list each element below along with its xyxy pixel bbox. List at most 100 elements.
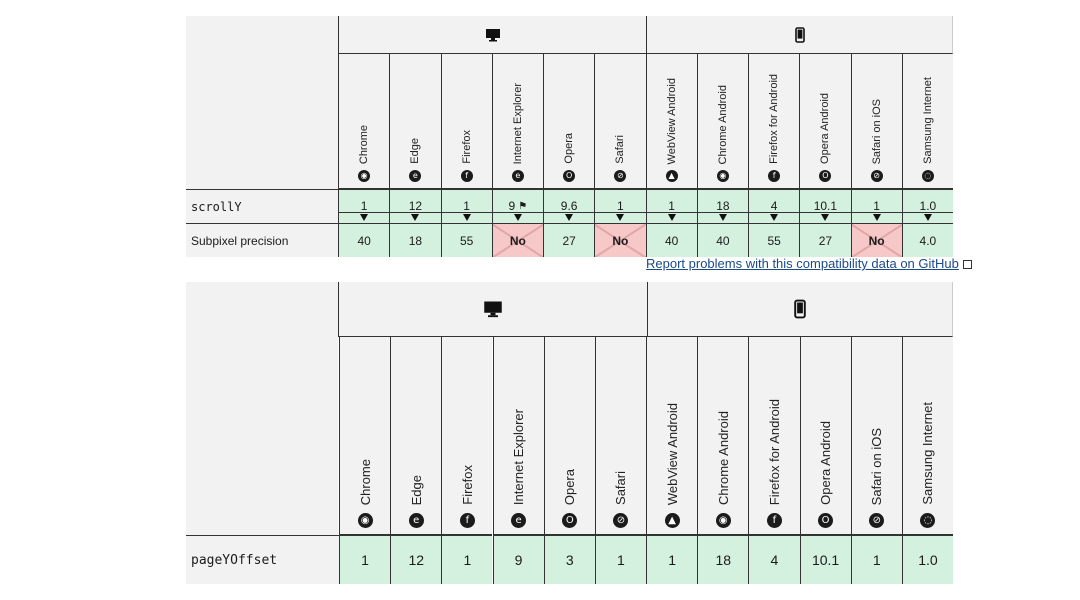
row-label-pageyoffset[interactable]: pageYOffset	[186, 535, 339, 584]
support-cell[interactable]: 1	[338, 189, 390, 223]
browser-name: Opera Android	[818, 421, 834, 505]
support-cell[interactable]: 55	[440, 223, 492, 257]
support-version: 1	[617, 199, 624, 213]
firefox-icon: f	[766, 513, 782, 528]
support-cell[interactable]: 1	[850, 189, 902, 223]
support-cell[interactable]: 1	[440, 189, 492, 223]
support-version: 1	[463, 552, 472, 568]
samsung-internet-icon: ◌	[921, 170, 934, 182]
support-cell[interactable]: 9.6	[543, 189, 595, 223]
support-cell[interactable]: 1	[339, 535, 391, 584]
browser-name: Safari	[613, 471, 629, 505]
mobile-icon	[794, 26, 805, 43]
support-version: 1	[361, 552, 369, 568]
support-cell[interactable]: 27	[543, 223, 595, 257]
support-cell[interactable]: 55	[748, 223, 800, 257]
browser-name: Internet Explorer	[511, 82, 524, 164]
support-cell[interactable]: 4	[748, 189, 800, 223]
expand-toggle-icon[interactable]	[667, 214, 676, 221]
support-cell[interactable]: 12	[390, 535, 442, 584]
support-cell[interactable]: 1	[646, 535, 698, 584]
support-version: 27	[818, 233, 833, 248]
support-cell[interactable]: 9	[492, 535, 544, 584]
support-cell-unsupported[interactable]: No	[491, 223, 543, 257]
browser-name: Firefox	[460, 130, 473, 164]
browser-name: Chrome Android	[716, 84, 729, 165]
firefox-icon: f	[460, 170, 473, 182]
support-cell[interactable]: 1	[594, 535, 646, 584]
support-version: 18	[715, 552, 732, 568]
internet-explorer-icon: e	[511, 170, 524, 182]
support-version: 3	[565, 552, 574, 568]
expand-toggle-icon[interactable]	[411, 214, 420, 221]
support-cell[interactable]: 4	[748, 535, 800, 584]
support-cell[interactable]: 18	[697, 535, 749, 584]
expand-toggle-icon[interactable]	[718, 214, 727, 221]
browser-name: Samsung Internet	[920, 402, 936, 505]
browser-header-0: Chrome◉	[339, 337, 391, 535]
support-cell[interactable]: 40	[696, 223, 748, 257]
support-cell[interactable]: 1	[645, 189, 697, 223]
expand-toggle-icon[interactable]	[462, 214, 471, 221]
support-cell[interactable]: 1	[594, 189, 646, 223]
support-cell[interactable]: 1	[850, 535, 902, 584]
browser-header-11: Samsung Internet◌	[901, 337, 954, 535]
support-cell[interactable]: 10.1	[799, 189, 851, 223]
support-cell[interactable]: 18	[389, 223, 441, 257]
support-cell[interactable]: 4.0	[901, 223, 953, 257]
expand-toggle-icon[interactable]	[360, 214, 369, 221]
browser-header-10: Safari on iOS⊘	[850, 337, 902, 535]
expand-toggle-icon[interactable]	[923, 214, 932, 221]
support-cell[interactable]: 18	[696, 189, 748, 223]
browser-header-11: Samsung Internet◌	[901, 54, 953, 189]
support-cell[interactable]: 10.1	[799, 535, 851, 584]
opera-icon: O	[819, 170, 832, 182]
expand-toggle-icon[interactable]	[872, 214, 881, 221]
support-cell[interactable]: 12	[389, 189, 441, 223]
expand-toggle-icon[interactable]	[821, 214, 830, 221]
support-cell[interactable]: 1.0	[901, 189, 953, 223]
browser-name: Edge	[409, 138, 422, 164]
feature-name: Subpixel precision	[191, 233, 289, 248]
support-cell[interactable]: 1.0	[901, 535, 954, 584]
browser-header-5: Safari ⊘	[594, 337, 646, 535]
support-cell[interactable]: 40	[338, 223, 390, 257]
report-problems-link[interactable]: Report problems with this compatibility …	[646, 257, 972, 271]
browser-name: Chrome	[357, 458, 373, 505]
support-version: 40	[716, 233, 730, 248]
expand-toggle-icon[interactable]	[513, 214, 522, 221]
support-version: 1	[872, 552, 881, 568]
support-cell[interactable]: 3	[543, 535, 595, 584]
feature-name: scrollY	[191, 199, 242, 214]
browser-name: Edge	[408, 474, 424, 505]
support-version: 1.0	[918, 552, 938, 568]
firefox-icon: f	[459, 513, 475, 528]
support-cell-unsupported[interactable]: No	[594, 223, 646, 257]
support-cell-unsupported[interactable]: No	[850, 223, 902, 257]
browser-name: Safari on iOS	[869, 427, 885, 505]
support-cell[interactable]: 9⚑	[491, 189, 543, 223]
mobile-group-header	[647, 282, 953, 337]
support-version: 1	[360, 199, 368, 213]
row-label-scrolly[interactable]: scrollY	[186, 189, 338, 223]
expand-toggle-icon[interactable]	[565, 214, 574, 221]
desktop-group-header	[338, 282, 647, 337]
expand-toggle-icon[interactable]	[616, 214, 625, 221]
support-cell[interactable]: 27	[799, 223, 851, 257]
chrome-icon: ◉	[358, 170, 371, 182]
expand-toggle-icon[interactable]	[770, 214, 779, 221]
support-cell[interactable]: 40	[645, 223, 697, 257]
safari-icon: ⊘	[613, 513, 629, 528]
browser-name: Opera Android	[819, 93, 832, 164]
support-cell[interactable]: 1	[441, 535, 493, 584]
browser-header-7: Chrome Android◉	[696, 54, 748, 189]
browser-header-0: Chrome◉	[338, 54, 390, 189]
support-version: 4	[770, 552, 779, 568]
support-version: 1.0	[919, 199, 937, 213]
browser-name: WebView Android	[664, 402, 680, 505]
safari-icon: ⊘	[614, 170, 627, 182]
chrome-icon: ◉	[715, 513, 731, 528]
